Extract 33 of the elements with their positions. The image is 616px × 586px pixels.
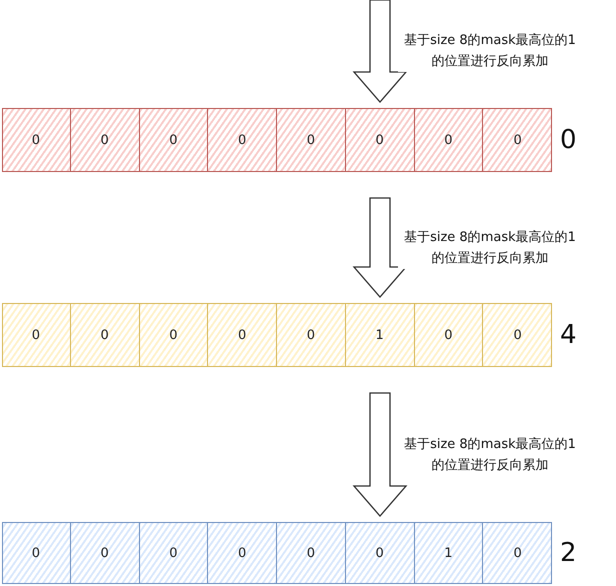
array-cell: 0 xyxy=(483,523,552,583)
row-value: 4 xyxy=(560,322,577,348)
array-cell: 0 xyxy=(277,523,346,583)
row-value: 0 xyxy=(560,127,577,153)
array-cell: 0 xyxy=(483,304,552,366)
array-cell: 1 xyxy=(346,304,414,366)
block-arrow xyxy=(352,392,408,517)
array-cell: 0 xyxy=(208,523,277,583)
array-bar xyxy=(2,522,552,584)
array-cell: 0 xyxy=(483,109,552,171)
array-cell: 0 xyxy=(277,109,346,171)
array-cell: 0 xyxy=(346,109,414,171)
array-cell: 0 xyxy=(2,523,71,583)
array-cell: 1 xyxy=(414,523,484,583)
array-cell: 0 xyxy=(70,304,140,366)
array-cell: 0 xyxy=(277,304,346,366)
array-cell: 0 xyxy=(2,304,71,366)
array-cell: 0 xyxy=(70,523,140,583)
array-cell: 0 xyxy=(140,304,208,366)
array-cell: 0 xyxy=(140,109,208,171)
array-cell: 0 xyxy=(208,109,277,171)
array-cell: 0 xyxy=(208,304,277,366)
array-cell: 0 xyxy=(2,109,71,171)
array-bar xyxy=(2,303,552,367)
array-cell: 0 xyxy=(414,304,484,366)
array-cell: 0 xyxy=(140,523,208,583)
block-arrow xyxy=(352,197,408,298)
array-cell: 0 xyxy=(346,523,414,583)
block-arrow xyxy=(352,0,408,103)
row-value: 2 xyxy=(560,540,577,566)
array-cell: 0 xyxy=(414,109,484,171)
array-cell: 0 xyxy=(70,109,140,171)
array-bar xyxy=(2,108,552,172)
